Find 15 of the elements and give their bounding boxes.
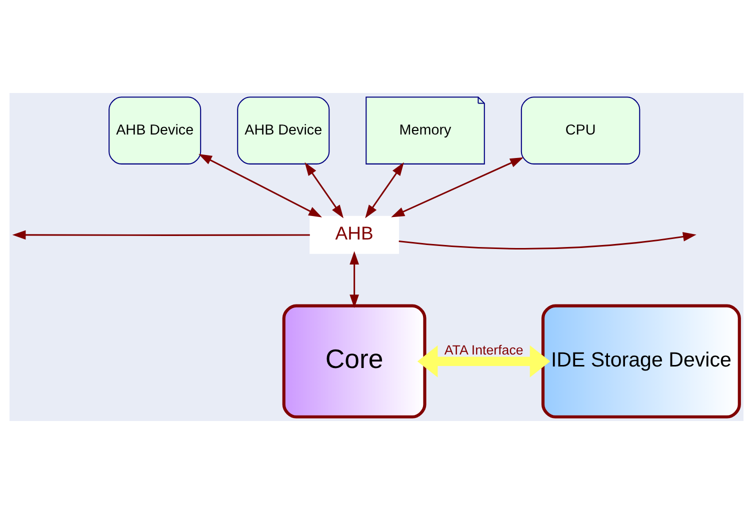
node-box: Core (282, 304, 426, 418)
node-box: CPU (520, 96, 640, 164)
edge-label: ATA Interface (444, 342, 523, 358)
arrow (390, 156, 523, 217)
arrow (416, 344, 550, 377)
arrow (364, 162, 404, 218)
node-box: AHB Device (108, 96, 201, 164)
node-box: AHB (309, 215, 399, 254)
arrow (198, 153, 322, 217)
arrow (12, 230, 310, 240)
node-box: IDE Storage Device (540, 304, 740, 418)
arrow (349, 250, 358, 308)
arrow (398, 232, 696, 250)
node-box: AHB Device (236, 96, 330, 164)
arrow (304, 162, 344, 218)
